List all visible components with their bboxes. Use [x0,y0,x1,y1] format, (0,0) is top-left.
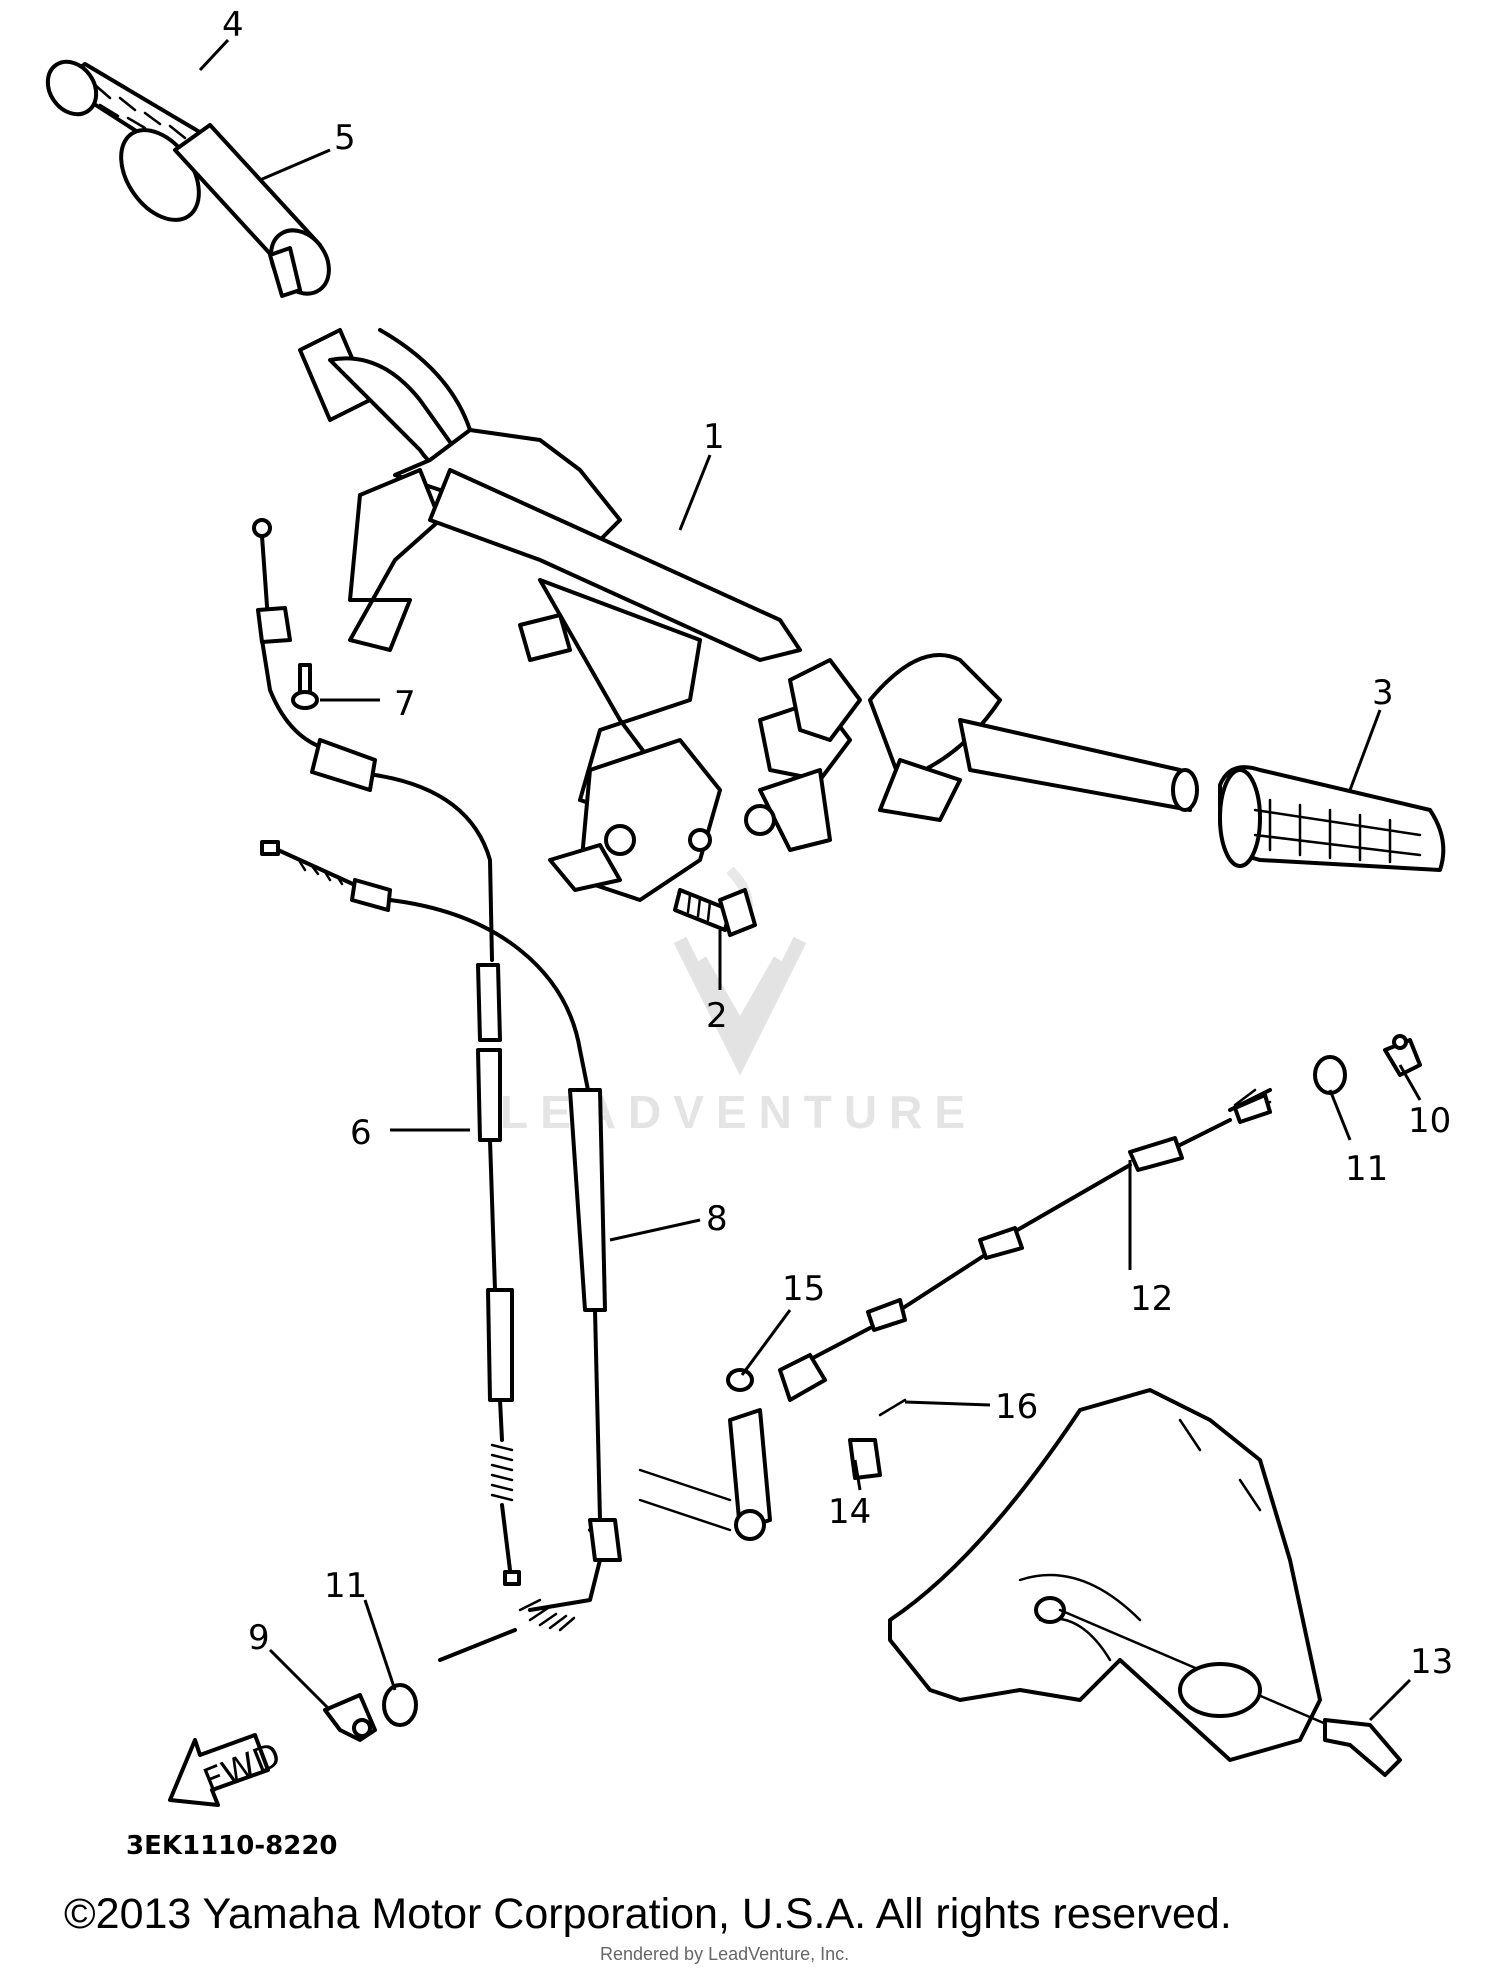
throttle-tube [173,123,331,298]
engine-case [888,1388,1342,1762]
bolt-2 [673,888,757,937]
cap-11-lower [382,1683,418,1727]
throttle-cable [252,518,521,1586]
callout-12: 12 [1130,1279,1173,1319]
callout-labels: 1 2 3 4 5 6 7 8 9 10 11 11 12 13 14 15 1… [222,5,1453,1682]
callout-3: 3 [1372,673,1394,713]
lever-15 [726,1368,754,1392]
screw-7 [291,663,319,710]
part-code: 3EK1110-8220 [126,1831,338,1861]
callout-13: 13 [1410,1642,1453,1682]
callout-11-upper: 11 [1345,1149,1388,1189]
rendered-by-text: Rendered by LeadVenture, Inc. [600,1944,850,1964]
copyright-text: ©2013 Yamaha Motor Corporation, U.S.A. A… [64,1890,1232,1938]
callout-15: 15 [782,1269,825,1309]
adjuster-10 [1383,1034,1422,1077]
handlebar-assembly [298,328,1199,902]
callout-6: 6 [350,1113,372,1153]
bracket-13 [1323,1718,1402,1777]
clevis-14 [778,1353,882,1480]
fwd-arrow: FWD [168,1733,286,1807]
callout-5: 5 [334,118,356,158]
right-grip [1218,765,1446,872]
callout-2: 2 [706,996,728,1036]
callout-4: 4 [222,5,244,45]
callout-1: 1 [703,417,725,457]
lever-arm [638,1408,772,1541]
callout-7: 7 [394,684,416,724]
cotter-pin-16 [878,1398,907,1417]
callout-lines [198,38,1422,1722]
callout-10: 10 [1408,1101,1451,1141]
adjuster-9 [323,1693,377,1742]
callout-8: 8 [706,1199,728,1239]
callout-14: 14 [828,1492,871,1532]
cap-11-upper [1313,1055,1347,1095]
callout-11-lower: 11 [324,1566,367,1606]
brake-cable [260,840,622,1662]
callout-16: 16 [995,1387,1038,1427]
callout-9: 9 [248,1618,270,1658]
